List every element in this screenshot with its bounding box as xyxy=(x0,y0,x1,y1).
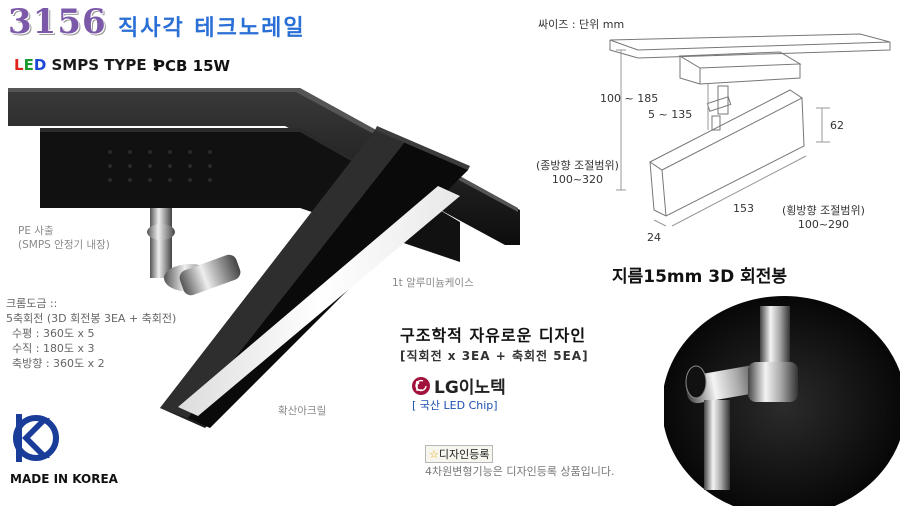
rotation-rod-heading: 지름15mm 3D 회전봉 xyxy=(612,267,788,287)
callout-coating-line: 5축회전 (3D 회전봉 3EA + 축회전) xyxy=(6,312,177,325)
design-registration-note: 4차원변형기능은 디자인등록 상품입니다. xyxy=(425,465,615,478)
design-subline: [직회전 x 3EA + 축회전 5EA] xyxy=(400,349,589,363)
led-letter-l: L xyxy=(14,56,24,74)
pcb-spec: PCB 15W xyxy=(154,57,231,75)
callout-pe-line: (SMPS 안정기 내장) xyxy=(18,239,110,251)
design-headline: 구조학적 자유로운 디자인 xyxy=(400,326,587,345)
callout-alu: 1t 알루미늄케이스 xyxy=(392,277,474,289)
dimension-width: 24 xyxy=(647,231,661,244)
dimension-vertical-range-label: (종방향 조절범위) xyxy=(536,159,619,172)
dimension-horizontal-range: (횡방향 조절범위) 100~290 xyxy=(782,202,865,231)
led-letter-d: D xyxy=(33,56,47,74)
dimension-stem-height: 5 ~ 135 xyxy=(648,108,693,121)
led-chip-note: [ 국산 LED Chip] xyxy=(412,399,498,412)
design-registered-badge: ☆디자인등록 xyxy=(425,445,494,463)
dimension-horizontal-range-label: (횡방향 조절범위) xyxy=(782,204,865,217)
dimension-box-height: 62 xyxy=(830,119,844,132)
kc-mark-icon xyxy=(13,414,59,462)
dimension-drawing xyxy=(609,33,891,227)
product-title: 직사각 테크노레일 xyxy=(118,16,306,41)
led-letter-e: E xyxy=(23,56,34,74)
dimension-vertical-range-value: 100~320 xyxy=(551,173,604,186)
lg-innotek-logo: LG이노텍 xyxy=(411,373,506,398)
callout-pe: PE 사출 (SMPS 안정기 내장) xyxy=(18,224,110,252)
callout-acrylic: 확산아크릴 xyxy=(278,405,327,417)
star-icon: ☆ xyxy=(429,448,439,461)
callout-coating-line: 축방향 : 360도 x 2 xyxy=(12,357,105,370)
lg-brand-text: LG이노텍 xyxy=(434,378,506,398)
led-type-line: LED SMPS TYPE ! xyxy=(14,56,159,74)
dimension-length: 153 xyxy=(733,202,754,215)
callout-coating-line: 크롬도금 :: xyxy=(6,297,58,310)
dimension-vertical-range: (종방향 조절범위) 100~320 xyxy=(536,157,619,186)
led-type-rest: SMPS TYPE ! xyxy=(46,56,159,74)
made-in-korea: MADE IN KOREA xyxy=(10,472,118,486)
dimension-horizontal-range-value: 100~290 xyxy=(797,218,850,231)
design-registered-label: 디자인등록 xyxy=(438,448,490,461)
dimension-total-height: 100 ~ 185 xyxy=(600,92,659,105)
callout-coating: 크롬도금 :: 5축회전 (3D 회전봉 3EA + 축회전) 수평 : 360… xyxy=(6,296,176,371)
callout-coating-line: 수직 : 180도 x 3 xyxy=(12,342,95,355)
rotation-rod-photo xyxy=(664,296,900,506)
dimension-unit-label: 싸이즈 : 단위 mm xyxy=(538,18,625,31)
model-number: 3156 xyxy=(8,2,107,42)
lg-face-icon xyxy=(412,376,430,395)
callout-coating-line: 수평 : 360도 x 5 xyxy=(12,327,95,340)
product-photo xyxy=(8,88,520,428)
callout-pe-line: PE 사출 xyxy=(18,225,54,237)
